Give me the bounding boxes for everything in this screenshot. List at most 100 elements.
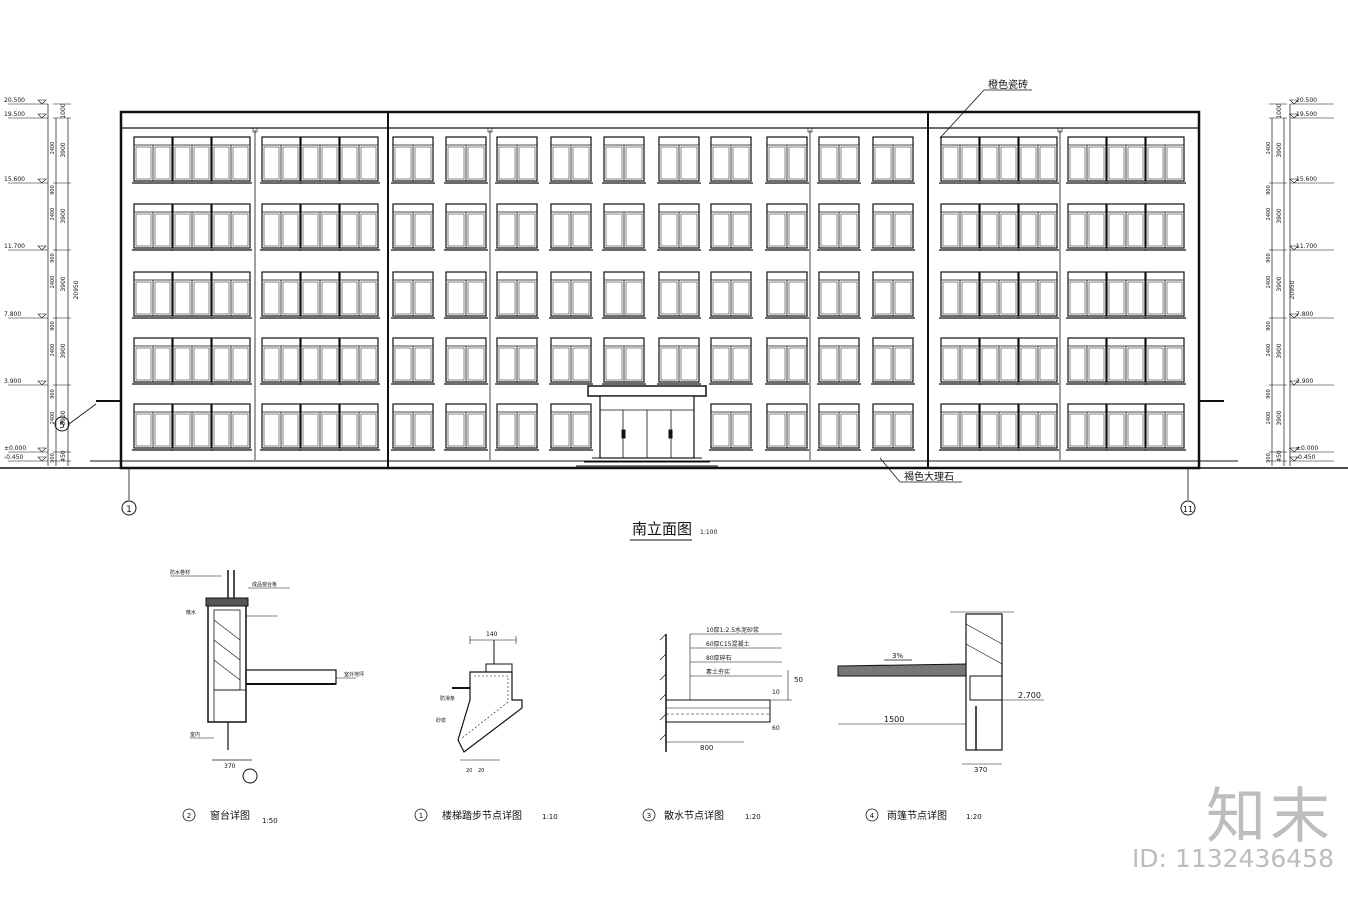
- window: [132, 203, 174, 251]
- window: [1017, 136, 1059, 184]
- window: [657, 136, 701, 184]
- inner-dim: 2400: [50, 344, 56, 357]
- axis-bubble-right: [1180, 500, 1196, 516]
- story-dim: 1000: [1276, 103, 1283, 118]
- level-mark: ±0.000: [4, 445, 26, 452]
- detail-3-label-b: 60厚C15混凝土: [706, 640, 749, 648]
- window: [171, 337, 213, 385]
- window: [444, 136, 488, 184]
- window: [171, 203, 213, 251]
- window: [495, 271, 539, 319]
- inner-dim: 2400: [50, 208, 56, 221]
- window: [299, 271, 341, 319]
- window: [1144, 271, 1186, 319]
- window: [1144, 337, 1186, 385]
- inner-dim: 900: [50, 185, 56, 195]
- window: [871, 203, 915, 251]
- level-mark: 15.600: [1296, 176, 1317, 183]
- window: [657, 203, 701, 251]
- window: [817, 271, 861, 319]
- detail-1-label-a: 防水卷材: [170, 569, 190, 576]
- window: [299, 403, 341, 451]
- detail-2-title: 楼梯踏步节点详图: [442, 809, 522, 822]
- window: [338, 403, 380, 451]
- window: [210, 136, 252, 184]
- window: [1105, 403, 1147, 451]
- total-dim: 20950: [1289, 280, 1296, 299]
- window: [939, 337, 981, 385]
- inner-dim: 2400: [50, 142, 56, 155]
- window: [495, 337, 539, 385]
- story-dim: 1000: [60, 103, 67, 118]
- detail-3-label-c: 80厚碎石: [706, 654, 732, 662]
- story-dim: 3900: [1276, 276, 1283, 291]
- window: [765, 271, 809, 319]
- detail-3-dim-a: 800: [700, 744, 713, 752]
- south-elevation: [0, 89, 1348, 516]
- window: [871, 403, 915, 451]
- window: [210, 403, 252, 451]
- window: [444, 337, 488, 385]
- note-top: 橙色瓷砖: [988, 78, 1028, 91]
- inner-dim: 900: [1266, 185, 1272, 195]
- window: [549, 337, 593, 385]
- level-mark: 19.500: [1296, 111, 1317, 118]
- story-dim: 3900: [60, 410, 67, 425]
- level-mark: 3.900: [4, 378, 21, 385]
- story-dim: 450: [60, 450, 67, 462]
- level-mark: 7.800: [1296, 311, 1313, 318]
- window: [765, 136, 809, 184]
- window: [1105, 271, 1147, 319]
- downpipes: [252, 127, 1063, 460]
- detail-4-dim-b: 370: [974, 766, 987, 774]
- window: [1066, 136, 1108, 184]
- main-entrance: [576, 385, 718, 467]
- detail-2-label-a: 防滑条: [440, 695, 455, 702]
- window: [171, 403, 213, 451]
- window: [210, 271, 252, 319]
- window: [1105, 136, 1147, 184]
- window: [709, 203, 753, 251]
- detail-1-number: 2: [187, 812, 191, 820]
- window: [1105, 337, 1147, 385]
- window: [132, 337, 174, 385]
- window: [338, 271, 380, 319]
- total-dim: 20950: [73, 280, 80, 299]
- window: [871, 337, 915, 385]
- window: [495, 136, 539, 184]
- detail-1-label-d: 室外地坪: [344, 671, 364, 678]
- window: [299, 337, 341, 385]
- inner-dim: 2400: [50, 276, 56, 289]
- level-mark: ±0.000: [1296, 445, 1318, 452]
- detail-4-dim-a: 1500: [884, 715, 904, 724]
- watermark-id: ID: 1132436458: [1131, 844, 1334, 873]
- window: [765, 403, 809, 451]
- detail-4-title: 雨篷节点详图: [887, 809, 947, 822]
- window: [549, 403, 593, 451]
- window: [1144, 403, 1186, 451]
- window: [939, 403, 981, 451]
- detail-2-dim-b: 20: [466, 768, 472, 774]
- window: [1105, 203, 1147, 251]
- window: [299, 203, 341, 251]
- inner-dim: 900: [50, 389, 56, 399]
- detail-2-number: 1: [419, 812, 423, 820]
- detail-3-dim-d: 60: [772, 725, 780, 732]
- inner-dim: 900: [1266, 253, 1272, 263]
- story-dim: 3900: [1276, 142, 1283, 157]
- window: [817, 337, 861, 385]
- window: [709, 136, 753, 184]
- inner-dim: 2400: [1266, 276, 1272, 289]
- window: [1017, 403, 1059, 451]
- detail-3-label-a: 10厚1:2.5水泥砂浆: [706, 626, 759, 634]
- window: [210, 337, 252, 385]
- callout-number: 5: [59, 421, 65, 431]
- detail-1-label-b: 成品窗台板: [252, 581, 277, 588]
- window: [939, 203, 981, 251]
- detail-1-title: 窗台详图: [210, 809, 250, 822]
- detail-2-scale: 1:10: [542, 813, 558, 821]
- inner-dim: 2400: [1266, 412, 1272, 425]
- detail-2-label-b: 砂浆: [436, 717, 446, 724]
- window: [978, 403, 1020, 451]
